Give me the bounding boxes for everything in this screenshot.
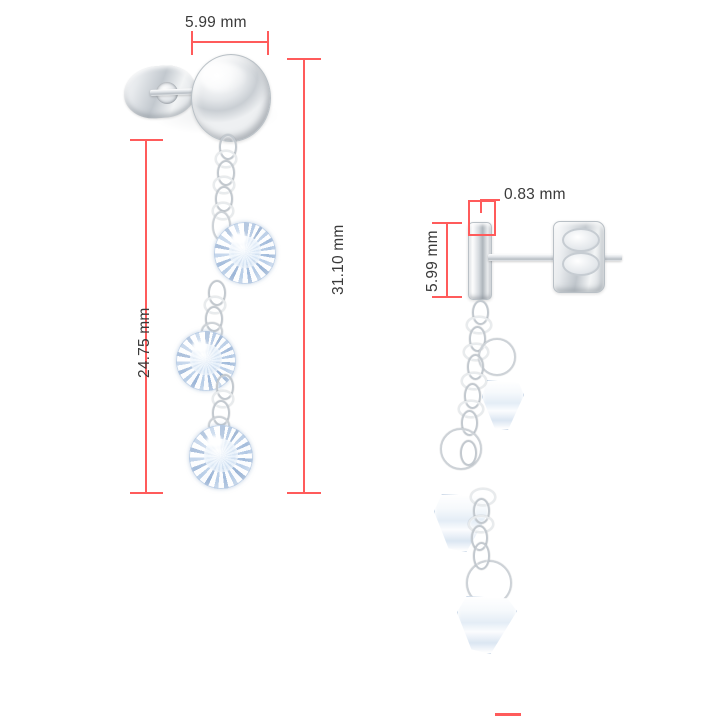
crystal-girdle (189, 425, 253, 489)
dim-tick-drop-length-bottom (130, 492, 163, 494)
clutch-loop-upper (562, 228, 600, 252)
dim-label-total-length: 31.10 mm (330, 224, 347, 295)
crystal-girdle (176, 331, 236, 391)
chain-link (460, 440, 477, 466)
dim-line-total-length (303, 58, 305, 494)
dim-tick-disc-height-bottom (432, 296, 462, 298)
dim-tick-disc-width-right (267, 31, 269, 55)
dim-tick-disc-width-left (191, 31, 193, 55)
dim-label-disc-height: 5.99 mm (424, 230, 441, 292)
clutch-loop-lower (562, 252, 600, 276)
crystal (457, 596, 517, 654)
dim-tick-total-length-top (287, 58, 321, 60)
dim-label-drop-length: 24.75 mm (136, 307, 153, 378)
crystal (214, 222, 276, 284)
chain-link (473, 542, 490, 570)
dim-line-disc-width (191, 41, 269, 43)
crystal (189, 425, 253, 489)
dim-label-disc-width: 5.99 mm (185, 14, 247, 31)
dim-box-disc-thickness (468, 200, 496, 236)
dim-leader-disc-thickness (480, 199, 482, 213)
crystal-girdle (214, 222, 276, 284)
crystal (482, 380, 524, 430)
dim-tick-disc-height-top (432, 222, 462, 224)
dim-tick-total-length-bottom (287, 492, 321, 494)
chain-ring (440, 428, 482, 470)
dim-line-drop-length (145, 139, 147, 494)
dim-label-disc-thickness: 0.83 mm (504, 186, 566, 203)
stud-disc (191, 54, 271, 142)
dim-tick-drop-length-top (130, 139, 163, 141)
dim-marker-bottom (495, 713, 521, 716)
dim-leader-disc-thickness-horizontal (480, 199, 500, 201)
dim-line-disc-height (446, 222, 448, 298)
